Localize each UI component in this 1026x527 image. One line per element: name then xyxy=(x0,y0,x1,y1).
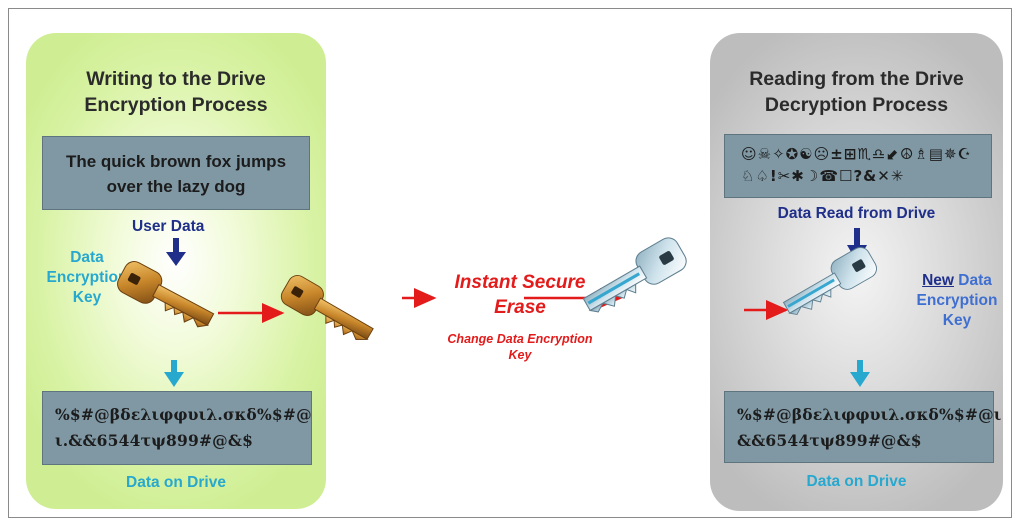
right-ciphertext-box: %$#@βδελιφφυιλ.σκδ%$#@ι &&6544τψ899#@&$ xyxy=(724,391,1002,463)
decryption-panel: Reading from the Drive Decryption Proces… xyxy=(710,33,1003,511)
arrow-down-icon xyxy=(164,360,184,387)
ise-line2: Erase xyxy=(494,297,546,318)
decryption-panel-title: Reading from the Drive Decryption Proces… xyxy=(710,66,1003,118)
arrow-down-icon xyxy=(850,360,870,387)
left-ciphertext-box: %$#@βδελιφφυιλ.σκδ%$#@ ι.&&6544τψ899#@&$ xyxy=(42,391,312,465)
plaintext-box: The quick brown fox jumps over the lazy … xyxy=(42,136,310,210)
key-label-line1: Data xyxy=(70,249,104,266)
encryption-panel-title: Writing to the Drive Encryption Process xyxy=(26,66,326,118)
gold-key-icon xyxy=(280,275,374,341)
key-label-line3: Key xyxy=(72,289,102,306)
silver-key-icon xyxy=(582,237,687,313)
change-key-line1: Change Data Encryption xyxy=(447,332,593,346)
encryption-panel: Writing to the Drive Encryption Process … xyxy=(26,33,326,509)
plaintext-line1: The quick brown fox jumps xyxy=(65,152,287,171)
symbols-line2: ♘♤!✂✱☽☎☐?&✕✳ xyxy=(741,167,905,185)
user-data-label: User Data xyxy=(132,218,205,235)
decryption-title-line1: Reading from the Drive xyxy=(749,68,964,90)
new-key-label-line2: Encryption xyxy=(916,292,998,309)
right-ciphertext-line2: &&6544τψ899#@&$ xyxy=(737,431,922,450)
symbols-line1: ☺☠✧✪☯☹±⊞♏♎⬋☮♗▤✵☪ xyxy=(741,145,972,163)
right-data-on-drive-label: Data on Drive xyxy=(806,473,907,490)
left-data-on-drive-label: Data on Drive xyxy=(126,474,226,491)
change-key-line2: Key xyxy=(508,348,532,362)
decryption-title-line2: Decryption Process xyxy=(764,94,949,116)
new-word: New xyxy=(922,272,954,289)
new-key-label-line3: Key xyxy=(942,312,972,329)
instant-secure-erase-title: Instant Secure Erase xyxy=(420,270,620,320)
gold-key-icon xyxy=(117,261,215,328)
plaintext-line2: over the lazy dog xyxy=(106,177,246,196)
ise-line1: Instant Secure xyxy=(454,272,586,293)
encrypted-symbols-box: ☺☠✧✪☯☹±⊞♏♎⬋☮♗▤✵☪ ♘♤!✂✱☽☎☐?&✕✳ xyxy=(724,134,992,198)
change-key-subtitle: Change Data Encryption Key xyxy=(420,331,620,363)
data-read-label: Data Read from Drive xyxy=(777,205,936,222)
data-encryption-key-label: Data Encryption Key xyxy=(42,248,132,308)
new-data-encryption-key-label: New Data Encryption Key xyxy=(914,271,1000,331)
right-ciphertext-line1: %$#@βδελιφφυιλ.σκδ%$#@ι xyxy=(737,405,1002,424)
key-label-line2: Encryption xyxy=(46,269,128,286)
silver-key-icon xyxy=(782,247,877,315)
left-ciphertext-line2: ι.&&6544τψ899#@&$ xyxy=(55,431,254,450)
arrow-down-icon xyxy=(166,238,186,266)
encryption-title-line1: Writing to the Drive xyxy=(86,68,266,90)
new-key-label-rest: Data xyxy=(953,272,992,289)
left-ciphertext-line1: %$#@βδελιφφυιλ.σκδ%$#@ xyxy=(55,405,312,424)
encryption-title-line2: Encryption Process xyxy=(84,94,268,116)
